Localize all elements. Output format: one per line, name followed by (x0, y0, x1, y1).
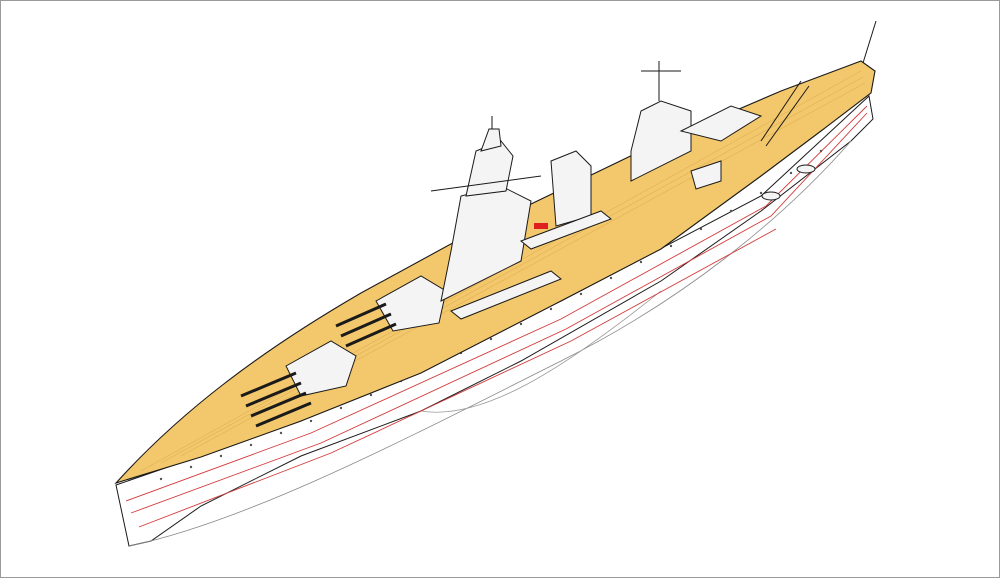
red-detail (534, 223, 548, 229)
boats (450, 210, 612, 320)
turret-a (240, 340, 357, 428)
aft-superstructure (630, 61, 763, 190)
hull-stripes (125, 105, 868, 528)
turret-b (335, 275, 447, 348)
aircraft-crane (760, 20, 877, 147)
keel-line (128, 140, 852, 547)
forward-superstructure (430, 116, 542, 302)
propellers (761, 164, 816, 201)
funnel (550, 150, 592, 227)
bulge (420, 290, 662, 413)
